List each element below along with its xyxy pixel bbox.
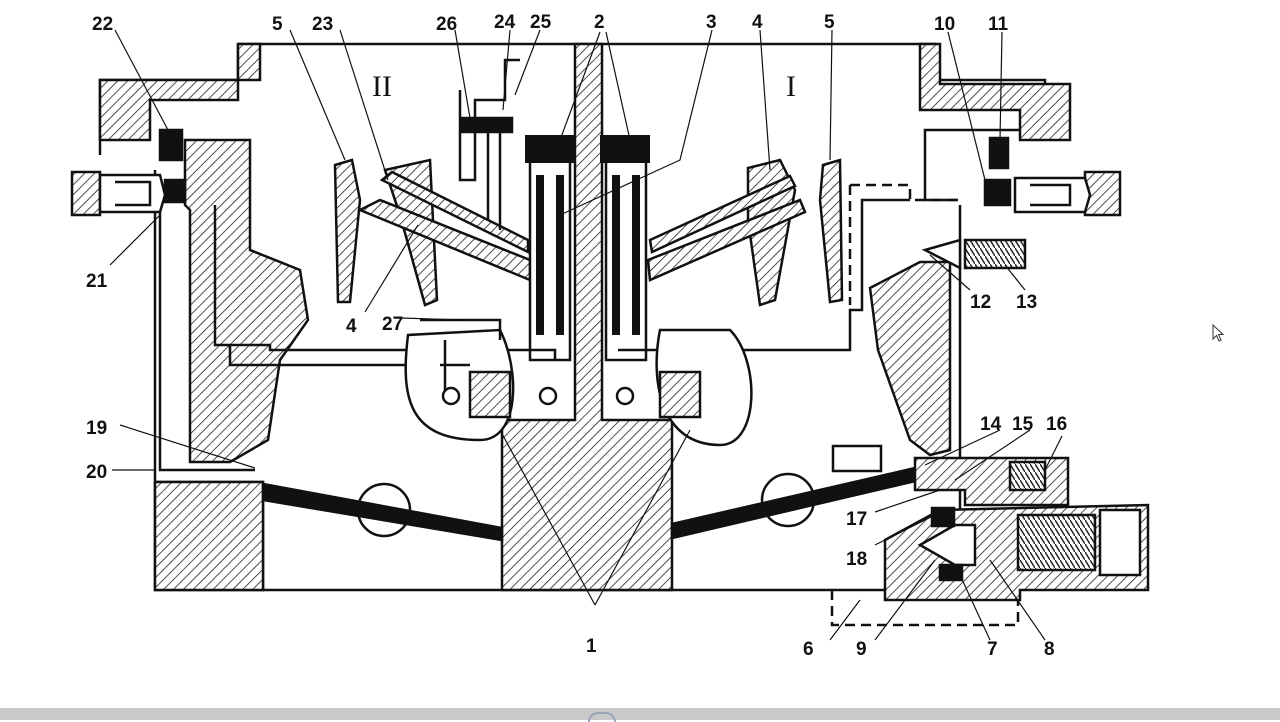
callouts: 22 5 23 26 24 25 2 3 4 5 10 11 21 4 27 1… [86,12,1067,660]
callout-14: 14 [980,414,1002,435]
left-base [153,480,265,592]
callout-4-left: 4 [346,316,357,337]
callout-11: 11 [988,14,1009,35]
lever-left [468,370,512,419]
right-boss [868,260,952,457]
callout-27: 27 [382,314,403,335]
player-control-bar [0,708,1280,722]
spray-arm-right [646,198,807,282]
callout-16: 16 [1046,414,1067,435]
small-block [831,444,883,473]
callout-26: 26 [436,14,457,35]
chamber-label-right: I [786,70,796,103]
callout-7: 7 [987,639,998,660]
play-indicator-icon[interactable] [588,712,616,722]
right-wall [918,42,1072,142]
callout-17: 17 [846,509,867,530]
callout-18: 18 [846,549,867,570]
screw-left [70,170,102,217]
throttle-plate-left [261,482,504,542]
callout-2: 2 [594,12,605,33]
callout-19: 19 [86,418,107,439]
callout-3: 3 [706,12,717,33]
callout-5-right: 5 [824,12,835,33]
callout-5-left: 5 [272,14,283,35]
callout-22: 22 [92,14,113,35]
callout-4-right: 4 [752,12,763,33]
callout-6: 6 [803,639,814,660]
callout-21: 21 [86,271,108,292]
venturi-right [818,158,844,304]
callout-13: 13 [1016,292,1037,313]
spray-arm-upper-left [379,170,530,255]
lever-right [658,370,702,419]
venturi-left [333,158,362,304]
callout-23: 23 [312,14,333,35]
chamber-label-left: II [372,70,392,103]
spray-arm-upper-right [648,174,797,254]
callout-10: 10 [934,14,955,35]
left-wall [98,42,262,142]
callout-25: 25 [530,12,552,33]
callout-9: 9 [856,639,867,660]
callout-12: 12 [970,292,991,313]
callout-1: 1 [586,636,597,657]
mouse-pointer-icon [1212,324,1224,342]
callout-8: 8 [1044,639,1055,660]
left-channel [183,138,310,464]
callout-15: 15 [1012,414,1034,435]
central-pillar [500,42,674,592]
callout-20: 20 [86,462,107,483]
callout-24: 24 [494,12,516,33]
